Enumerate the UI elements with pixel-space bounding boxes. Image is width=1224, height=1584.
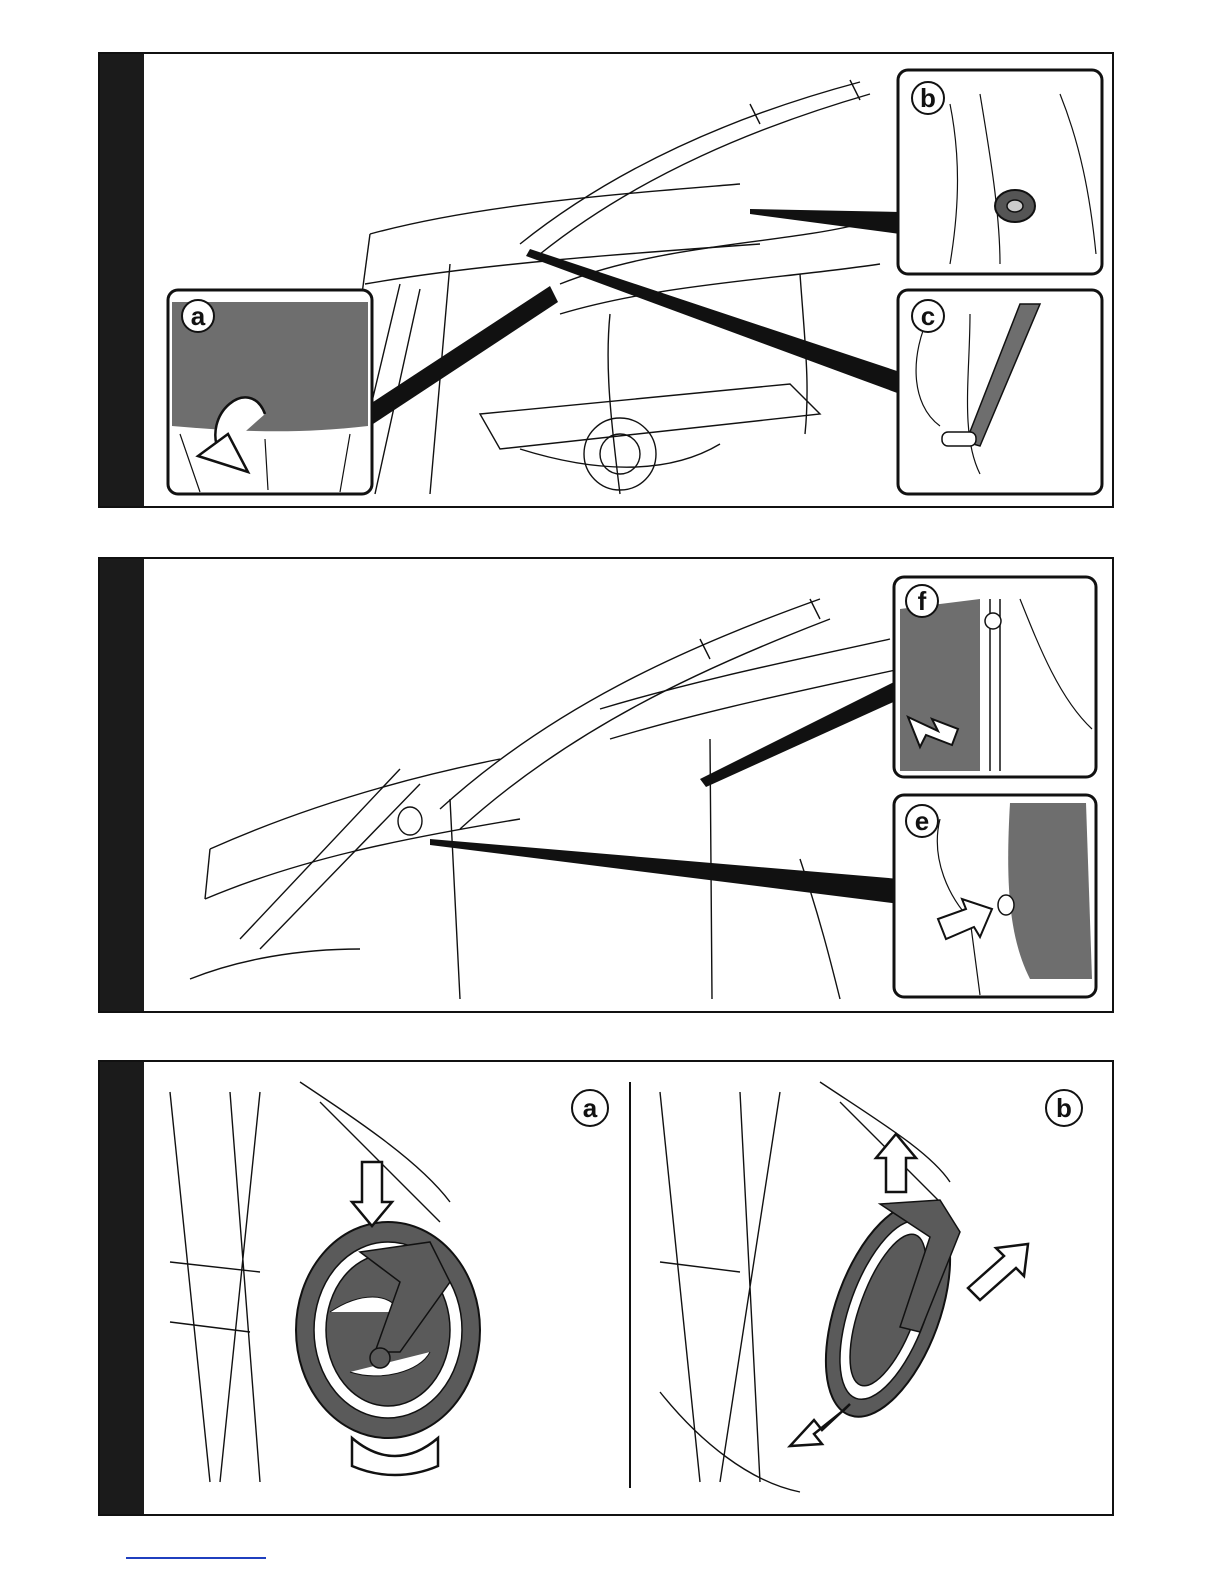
instruction-panel-3: a b (98, 1060, 1114, 1516)
front-wheel-illustration: a b (100, 1062, 1114, 1516)
step-a-label: a (583, 1093, 598, 1123)
step-b-marker: b (1046, 1090, 1082, 1126)
step-b-label: b (1056, 1093, 1072, 1123)
inset-b: b (898, 70, 1102, 274)
inset-a-label: a (191, 301, 206, 331)
inset-c-label: c (921, 301, 935, 331)
inset-e-label: e (915, 806, 929, 836)
inset-b-label: b (920, 83, 936, 113)
inset-f: f (894, 577, 1096, 777)
stroller-canopy-illustration: a b c (100, 54, 1114, 508)
inset-f-label: f (918, 586, 927, 616)
instruction-panel-1: a b c (98, 52, 1114, 508)
inset-c: c (898, 290, 1102, 494)
inset-e: e (894, 795, 1096, 997)
stroller-frame-illustration: f e (100, 559, 1114, 1013)
footer-link-underline (126, 1557, 266, 1559)
instruction-panel-2: f e (98, 557, 1114, 1013)
step-a-marker: a (572, 1090, 608, 1126)
inset-a: a (168, 290, 372, 494)
